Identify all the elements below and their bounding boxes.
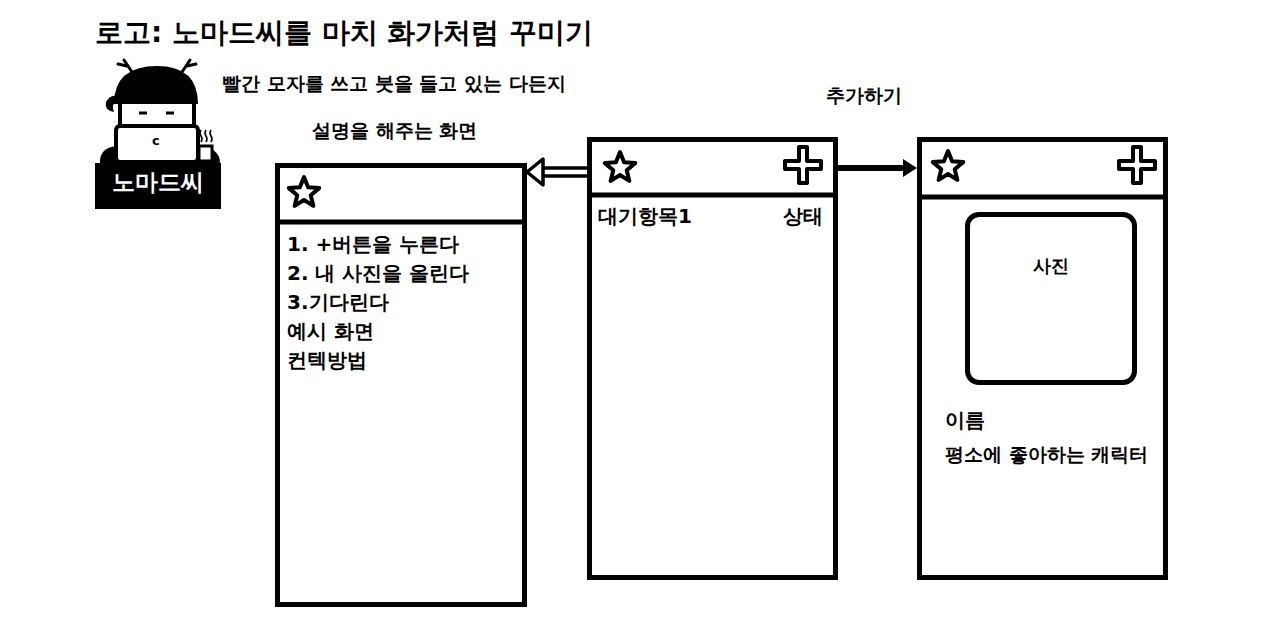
header-line <box>917 195 1168 200</box>
node-text: 평소에 좋아하는 캐릭터 <box>945 443 1148 466</box>
node-text: 컨텍방법 <box>287 348 367 372</box>
plus-icon <box>785 147 821 183</box>
screen-frame: 설명을 해주는 화면1. +버튼을 누른다2. 내 사진을 올린다3.기다린다예… <box>275 163 527 607</box>
logo-band: 노마드씨 <box>95 163 221 209</box>
note-label: c <box>152 133 160 149</box>
plus-icon <box>1119 147 1155 183</box>
star-icon <box>605 152 635 181</box>
star-icon <box>289 177 319 206</box>
node-text: 이름 <box>945 408 985 432</box>
photo-box: 사진 <box>965 212 1137 385</box>
note-label: 추가하기 <box>826 84 902 107</box>
node-text: 2. 내 사진을 올린다 <box>287 261 469 285</box>
screen-heading: 설명을 해주는 화면 <box>312 119 477 142</box>
node-text: 사진 <box>970 255 1132 277</box>
note-label: 빨간 모자를 쓰고 붓을 들고 있는 다든지 <box>222 72 566 95</box>
flow-arrow <box>838 159 917 177</box>
flow-arrow <box>527 159 587 185</box>
header-line <box>275 220 527 225</box>
star-icon <box>933 151 963 180</box>
diagram-title: 로고: 노마드씨를 마치 화가처럼 꾸미기 <box>95 16 593 50</box>
node-text: 대기항목1 <box>598 204 692 228</box>
node-text: 상태 <box>783 204 823 228</box>
screen-frame: 대기항목1 상태 <box>587 137 838 580</box>
node-text: 1. +버튼을 누른다 <box>287 232 459 256</box>
screen-frame: 이름평소에 좋아하는 캐릭터 사진 <box>917 137 1168 580</box>
node-text: 3.기다린다 <box>287 290 389 314</box>
node-text: 노마드씨 <box>95 169 221 197</box>
node-text: 예시 화면 <box>287 319 374 343</box>
header-line <box>587 193 838 198</box>
